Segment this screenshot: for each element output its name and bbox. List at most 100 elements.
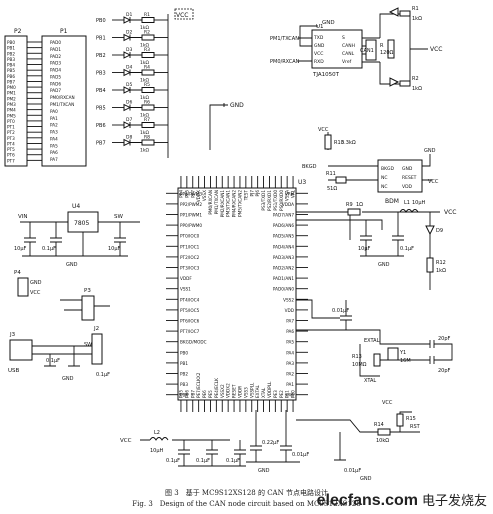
- mcu-bottom-pin: PB5: [178, 390, 183, 398]
- p1-pin-label: PAD0: [50, 40, 61, 45]
- p1-pin-label: PA4: [50, 136, 58, 141]
- osc-r13-label: R13: [352, 354, 362, 360]
- p1-pin-label: PA3: [50, 130, 58, 135]
- mcu-right-pin: PAD0/AN0: [273, 287, 294, 292]
- mcu-label: U3: [298, 179, 306, 186]
- osc-r13-body: [373, 353, 381, 367]
- led-d-label: D6: [126, 100, 132, 106]
- mcu-left-pin: PT1/IOC1: [180, 244, 200, 249]
- caption-cn: 图 3 基于 MC9S12XS128 的 CAN 节点电路设计: [165, 489, 328, 497]
- p2-pin-label: PB5: [7, 68, 15, 73]
- regulator-sw-label: SW: [114, 214, 123, 220]
- led-r-value: 1kΩ: [140, 78, 149, 84]
- osc-y-label: Y1: [399, 350, 406, 356]
- led-r-value: 1kΩ: [140, 148, 149, 154]
- led-resistor: [141, 52, 155, 58]
- led-r-value: 1kΩ: [140, 25, 149, 31]
- mcu-bottom-pin: VSSX2: [220, 384, 225, 398]
- led-resistor: [141, 17, 155, 23]
- mcu-top-pin: PM1/TXCAN: [214, 190, 219, 214]
- led-d-label: D4: [126, 65, 132, 71]
- led-diode-icon: [123, 68, 132, 77]
- mcu-right-pin: PAD4/AN4: [273, 244, 294, 249]
- mcu-bottom-pin: VDDX2: [226, 383, 231, 398]
- power-vcc-label: VCC: [120, 438, 132, 444]
- analog-led-label: D9: [436, 228, 443, 234]
- led-pin-label: PB7: [96, 141, 106, 147]
- p1-pin-label: PA7: [50, 157, 58, 162]
- led-wire: [129, 34, 142, 41]
- can-r1-value: 1kΩ: [412, 16, 422, 22]
- p4-pin2: VCC: [30, 290, 41, 296]
- osc-filter-cap: [340, 300, 352, 330]
- mcu-bottom-pin: PE1: [285, 390, 290, 398]
- osc-crystal: [387, 347, 399, 361]
- can-gnd-label: GND: [322, 20, 335, 26]
- can-wires-left: [298, 25, 318, 62]
- p3-label: P3: [84, 288, 91, 294]
- analog-led-r-body: [426, 257, 434, 273]
- led-vcc-label: VCC: [176, 12, 188, 19]
- p2-pin-label: PM4: [7, 108, 16, 113]
- led-wire: [129, 87, 142, 93]
- reset-vcc-label: VCC: [382, 400, 393, 406]
- analog-vcc-label: VCC: [444, 209, 456, 216]
- can-r2-label: R2: [412, 76, 419, 82]
- p2-pin-label: PB1: [7, 46, 15, 51]
- led-pin-label: PB5: [96, 106, 106, 112]
- led-wire: [129, 17, 142, 23]
- mcu-right-pin: PA7: [286, 319, 294, 324]
- led-pin-label: PB1: [96, 36, 106, 42]
- p4-label: P4: [14, 270, 21, 276]
- bdm-bkgd-label: BKGD: [302, 164, 317, 170]
- led-d-label: D5: [126, 82, 132, 88]
- mcu-left-pin: PT4/IOC4: [180, 297, 200, 302]
- led-r-value: 1kΩ: [140, 130, 149, 136]
- p4-pin1: GND: [30, 280, 42, 286]
- mcu-top-pin: PS3/TXD1: [261, 190, 266, 211]
- p2-pin-label: PT1: [7, 125, 15, 130]
- regulator-label: U4: [72, 203, 80, 210]
- mcu-right-pin: PA0: [286, 393, 294, 398]
- led-wire: [129, 122, 142, 128]
- can-r-value: 120Ω: [380, 50, 394, 56]
- led-diode-icon: [123, 138, 132, 147]
- mcu-top-pin: VSSX: [202, 190, 207, 201]
- mcu-left-pin: PB0: [180, 350, 188, 355]
- analog-led-r-label: R12: [436, 260, 446, 266]
- led-wire: [129, 139, 142, 146]
- p1-pin-label: PAD6: [50, 81, 61, 86]
- usb-connector-j3: [9, 339, 33, 361]
- mcu-right-pin: VDD: [285, 308, 294, 313]
- mcu-left-pin: PT3/IOC3: [180, 266, 200, 271]
- mcu-bottom-pin: PB6: [184, 390, 189, 398]
- p1-pin-label: PA1: [50, 116, 58, 121]
- led-r-value: 1kΩ: [140, 60, 149, 66]
- mcu-left-pin: PP0/PWM0: [180, 223, 202, 228]
- analog-r9-value: 1Ω: [356, 202, 363, 208]
- bdm-vcc-right: VCC: [428, 179, 439, 185]
- mcu-bottom-pin: VDDR: [237, 386, 242, 398]
- can-r2-value: 1kΩ: [412, 86, 422, 92]
- reset-c-value: 0.01μF: [344, 468, 361, 474]
- p2-pin-label: PT5: [7, 147, 15, 152]
- mcu-bottom-pin: PE3: [273, 390, 278, 398]
- led-pin-label: PB6: [96, 123, 106, 129]
- bdm-connector: [377, 159, 423, 193]
- can-transceiver-chip: [311, 29, 363, 69]
- led-r-value: 1kΩ: [140, 113, 149, 119]
- led-d-label: D3: [126, 47, 132, 53]
- can-chip-label: U1: [316, 24, 324, 30]
- p2-pin-label: PT3: [7, 136, 15, 141]
- can-port-box: [365, 39, 377, 61]
- can-led-d2-icon: [389, 77, 400, 87]
- p1-pin-group: PAD0PAD1PAD2PAD3PAD4PAD5PAD6PAD7PM0/RXCA…: [50, 40, 75, 162]
- analog-gnd-label: GND: [378, 262, 390, 268]
- mcu-top-pin: PJ6: [255, 190, 260, 197]
- p2-pin-label: PM1: [7, 91, 16, 96]
- bdm-pin: NC: [381, 175, 388, 181]
- power-c4-value: 0.22μF: [262, 440, 279, 446]
- bdm-pin: NC: [381, 184, 388, 190]
